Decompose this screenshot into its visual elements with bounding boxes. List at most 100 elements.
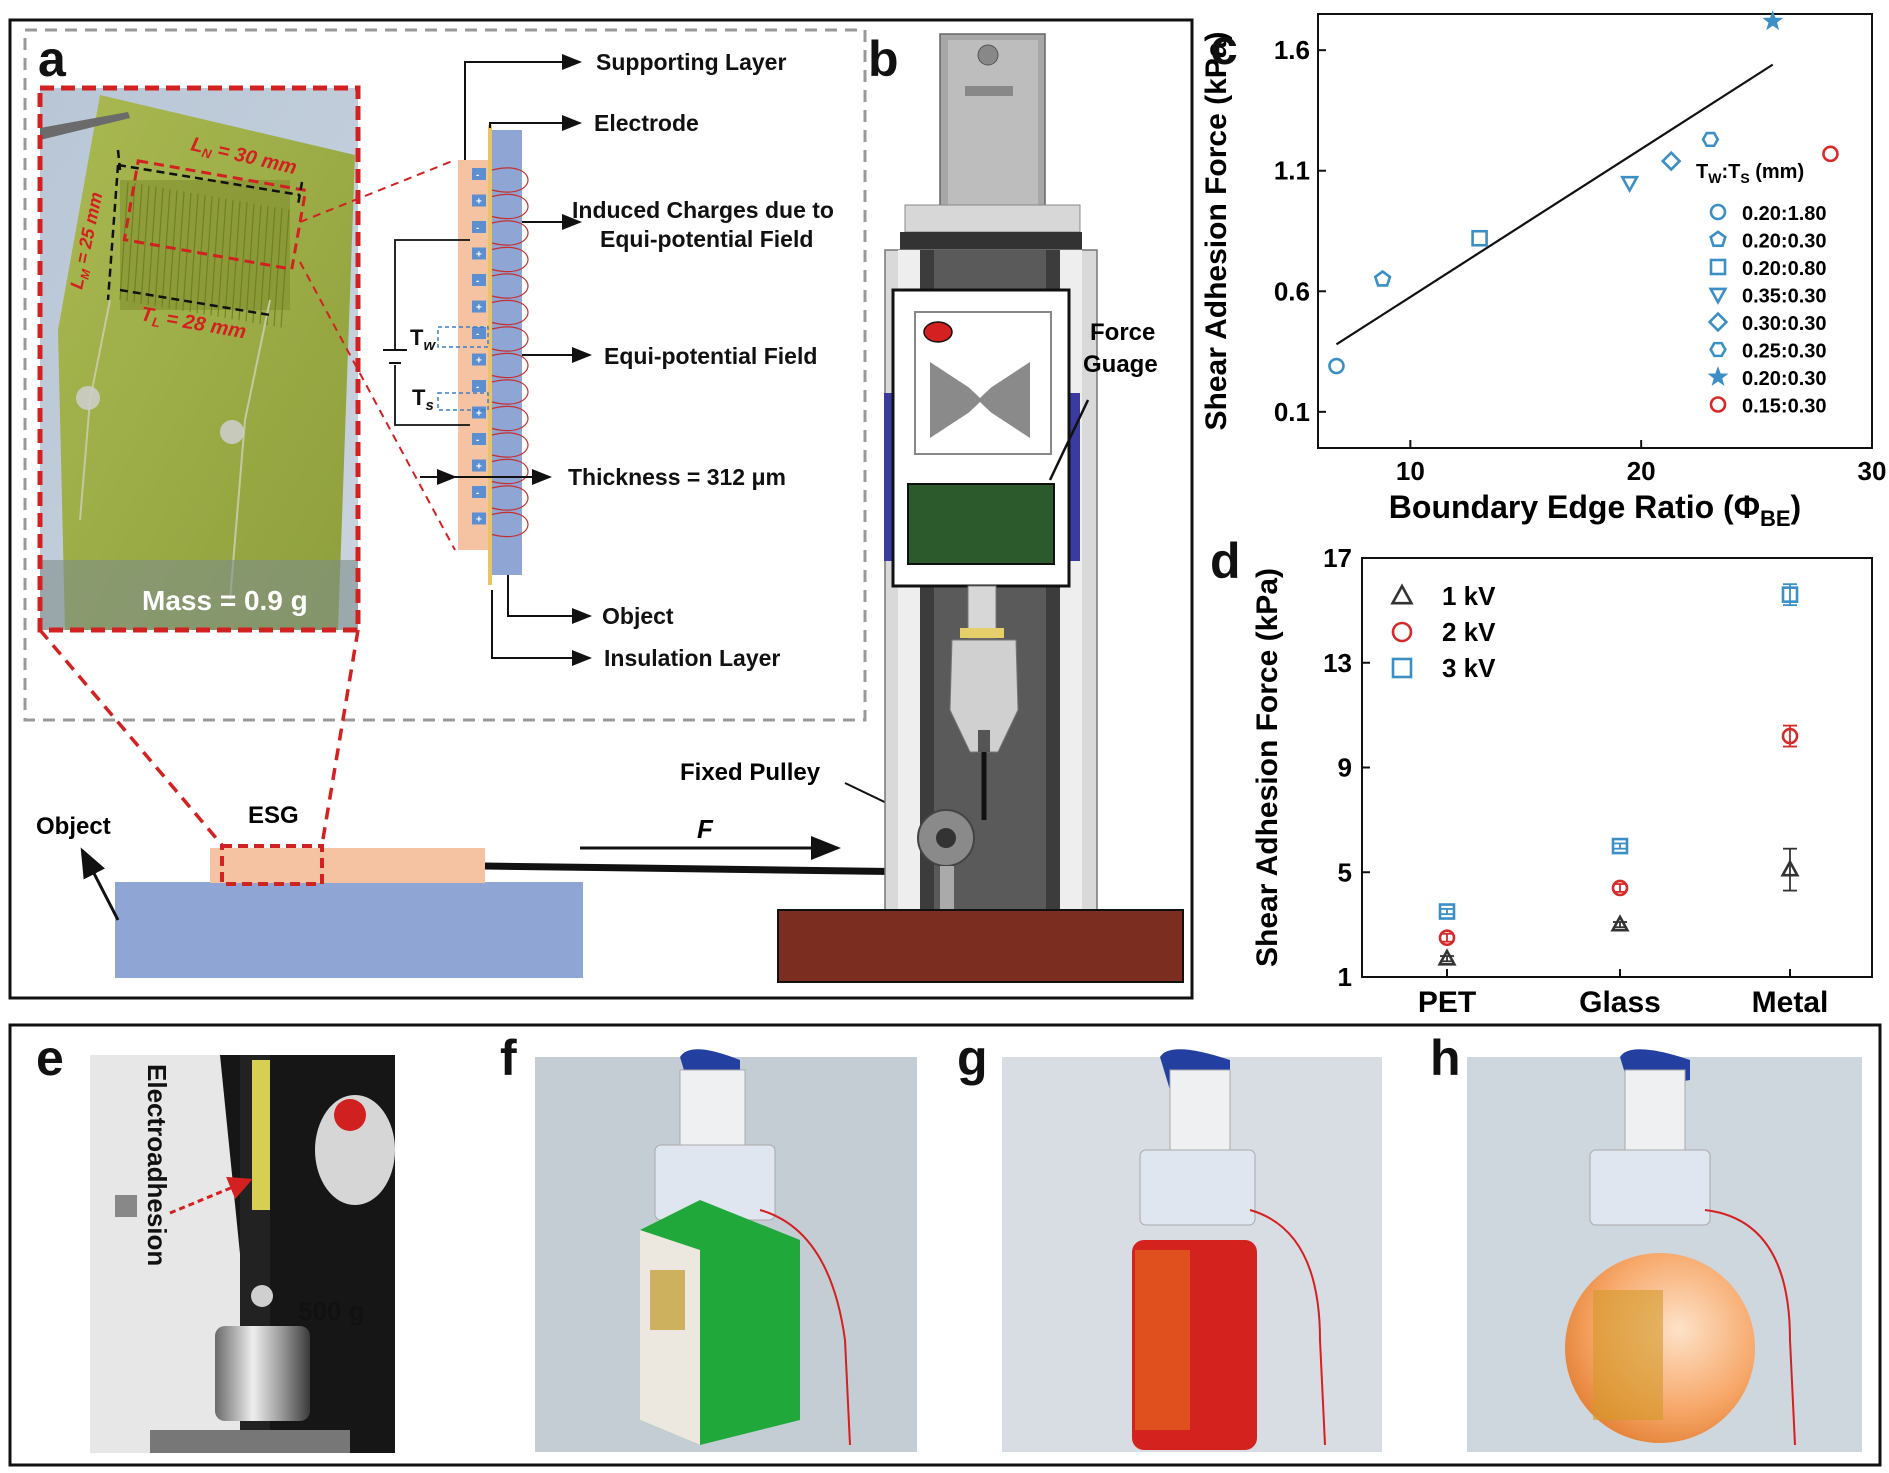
label-tw: Tw [410, 325, 436, 354]
chart-d-ylabel: Shear Adhesion Force (kPa) [1251, 568, 1284, 967]
svg-text:-: - [476, 488, 479, 499]
label-thickness: Thickness = 312 μm [568, 464, 786, 490]
chart-c-point [1373, 269, 1392, 287]
label-electroadhesion: Electroadhesion [142, 1064, 172, 1266]
panel-a-photo [40, 88, 358, 630]
electrode-region [122, 159, 308, 271]
panel-a-dashed-box [23, 28, 867, 722]
chart-d-ytick-label: 1 [1338, 962, 1352, 992]
label-induced-charges-1: Induced Charges due to [572, 197, 834, 223]
chart-c-point [1762, 10, 1784, 31]
svg-text:+: + [476, 197, 482, 208]
chart-d-legend-marker [1390, 583, 1414, 605]
panel-ab-frame [8, 18, 1194, 1000]
chart-d-point [1781, 727, 1799, 745]
chart-d-point [1611, 879, 1629, 897]
chart-d-ytick-label: 9 [1338, 753, 1352, 783]
chart-c-legend-label: 0.20:1.80 [1742, 203, 1827, 225]
panel-g-photo [1002, 1049, 1382, 1452]
label-equi-field: Equi-potential Field [604, 343, 817, 369]
tensile-tester [777, 33, 1184, 983]
panel-letter-c: c [1210, 19, 1238, 75]
layer-pointers [420, 54, 592, 666]
svg-text:-: - [476, 170, 479, 181]
svg-text:+: + [476, 250, 482, 261]
chart-d-ytick-label: 5 [1338, 857, 1352, 887]
panel-letter-d: d [1210, 533, 1241, 589]
label-supporting-layer: Supporting Layer [596, 49, 786, 75]
panel-letter-e: e [36, 1030, 64, 1086]
chart-d-ytick-label: 17 [1323, 543, 1352, 573]
label-fixed-pulley: Fixed Pulley [680, 759, 821, 786]
chart-c-legend-marker [1709, 230, 1727, 248]
label-insulation-layer: Insulation Layer [604, 645, 780, 671]
label-esg: ESG [248, 802, 299, 829]
chart-c-legend-label: 0.25:0.30 [1742, 341, 1827, 363]
chart-c-ytick-label: 0.1 [1274, 397, 1310, 427]
chart-d-point [1438, 929, 1456, 947]
svg-text:+: + [476, 515, 482, 526]
chart-c-legend-marker [1707, 366, 1729, 386]
label-force-gauge-2: Guage [1083, 351, 1158, 378]
svg-text:+: + [476, 409, 482, 420]
chart-d-legend-marker [1391, 621, 1413, 643]
chart-d-ytick-label: 13 [1323, 648, 1352, 678]
svg-text:-: - [476, 435, 479, 446]
chart-c-ytick-label: 1.1 [1274, 156, 1310, 186]
panel-letter-a: a [38, 31, 67, 87]
label-force-gauge-1: Force [1090, 319, 1155, 346]
chart-d-legend-label: 3 kV [1442, 653, 1496, 683]
chart-d-point [1611, 837, 1629, 855]
svg-text:-: - [476, 382, 479, 393]
label-500g: 500 g [298, 1296, 365, 1326]
chart-d-legend-marker [1391, 657, 1413, 679]
chart-d-xtick-label: Metal [1752, 986, 1829, 1019]
chart-c-legend-label: 0.20:0.30 [1742, 231, 1827, 253]
chart-c-fit-line [1335, 63, 1774, 346]
label-force: F [697, 814, 714, 844]
svg-text:-: - [476, 223, 479, 234]
chart-d-point [1781, 586, 1799, 603]
chart-c-xtick-label: 10 [1396, 456, 1425, 486]
chart-c-xlabel: Boundary Edge Ratio (ΦBE) [1389, 489, 1801, 531]
chart-c-point [1471, 229, 1488, 247]
chart-d-xtick-label: PET [1418, 986, 1476, 1019]
chart-d-point [1438, 903, 1456, 920]
panel-e-photo [90, 1055, 395, 1453]
label-induced-charges-2: Equi-potential Field [600, 226, 813, 252]
chart-c-point [1328, 357, 1345, 375]
chart-c-legend-marker [1709, 396, 1727, 413]
svg-text:+: + [476, 303, 482, 314]
chart-d-axes [1361, 557, 1873, 978]
panel-letter-f: f [500, 1030, 517, 1086]
chart-d-point [1780, 859, 1800, 877]
panel-letter-g: g [957, 1030, 988, 1086]
chart-d-xtick-label: Glass [1579, 986, 1661, 1019]
svg-text:+: + [476, 356, 482, 367]
chart-d-legend-label: 1 kV [1442, 581, 1496, 611]
label-electrode: Electrode [594, 110, 699, 136]
label-object-layer: Object [602, 603, 674, 629]
svg-text:-: - [476, 276, 479, 287]
label-ts: Ts [412, 385, 434, 414]
chart-c-legend-label: 0.20:0.80 [1742, 258, 1827, 280]
chart-c-legend-marker [1707, 311, 1729, 333]
chart-c-legend-label: 0.35:0.30 [1742, 286, 1827, 308]
chart-c-ytick-label: 0.6 [1274, 276, 1310, 306]
chart-c-point [1701, 131, 1720, 148]
label-mass: Mass = 0.9 g [142, 585, 308, 616]
esg-setup [80, 836, 926, 978]
panel-letter-h: h [1430, 1030, 1461, 1086]
chart-c-ytick-label: 1.6 [1274, 35, 1310, 65]
chart-c-point [1660, 150, 1682, 172]
chart-c-xtick-label: 20 [1627, 456, 1656, 486]
svg-text:-: - [476, 329, 479, 340]
label-object: Object [36, 813, 111, 840]
panel-efgh-frame [8, 1023, 1882, 1467]
chart-c-ylabel: Shear Adhesion Force (kPa) [1200, 32, 1233, 431]
chart-d-point [1437, 948, 1457, 966]
chart-c-axes [1317, 13, 1873, 449]
